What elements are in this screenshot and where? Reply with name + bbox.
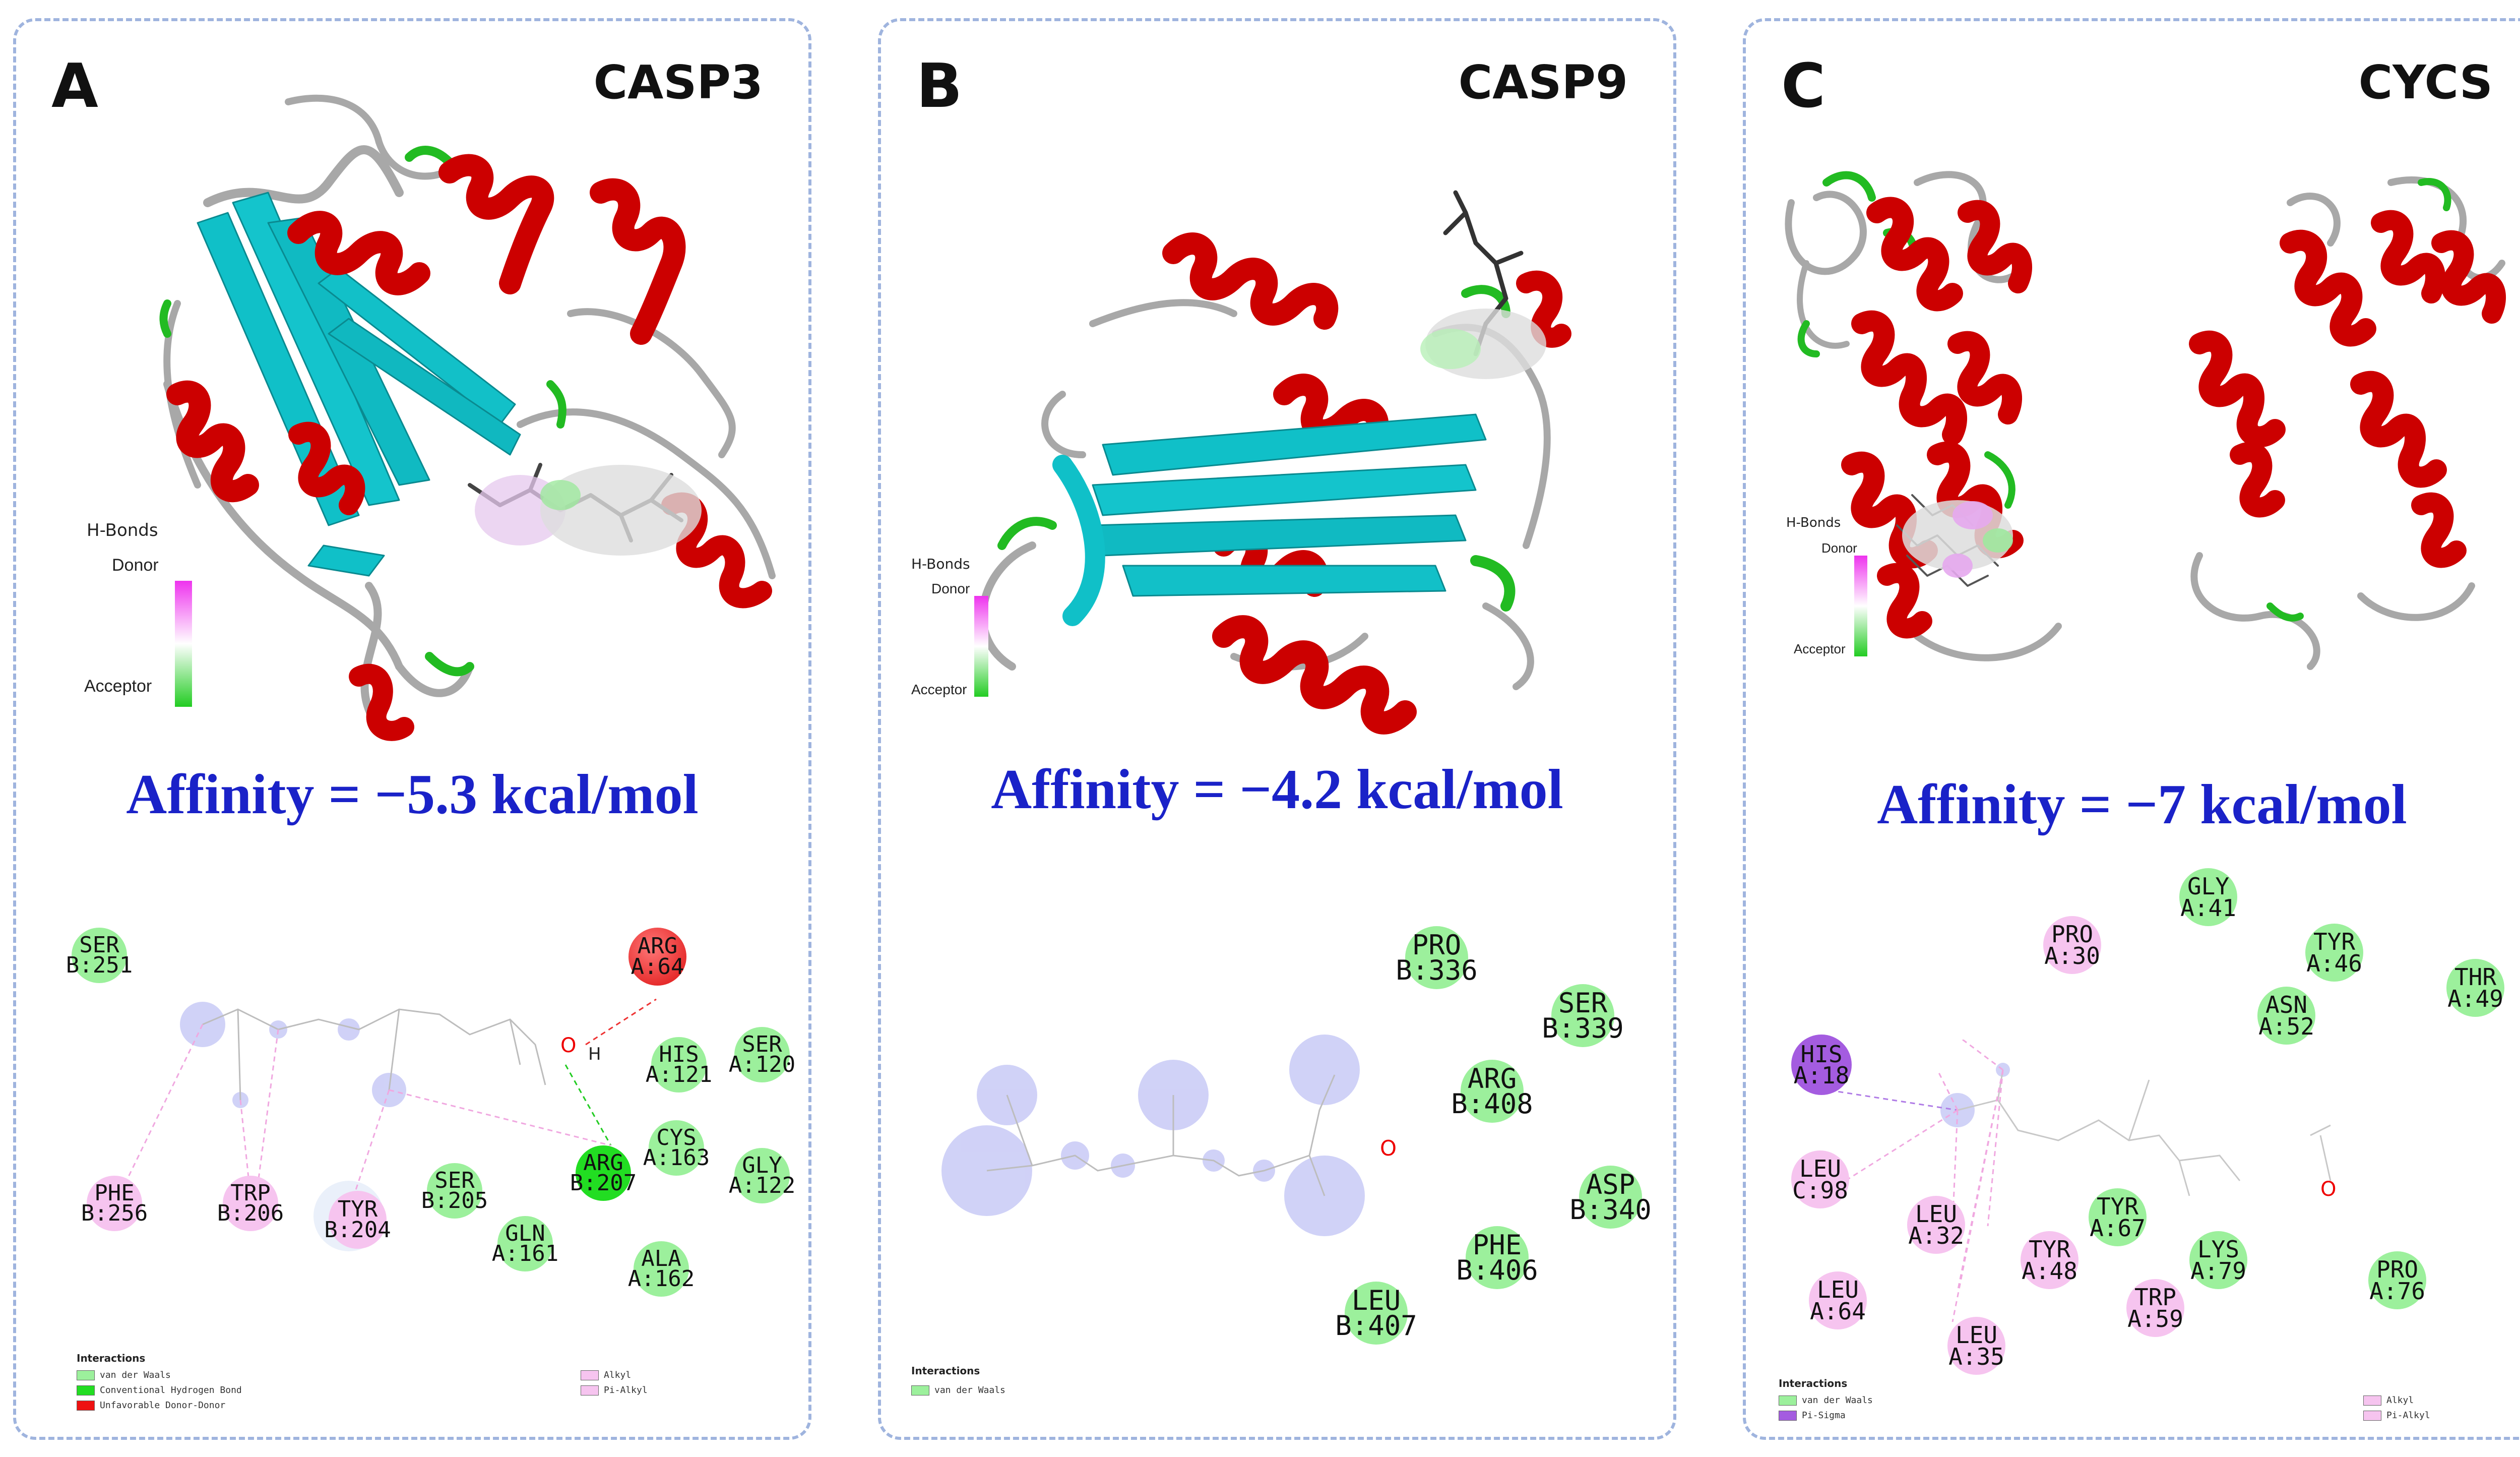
legend-item-alkyl: Alkyl	[2363, 1395, 2414, 1406]
hbond-donor-label: Donor	[112, 556, 159, 575]
affinity-value: Affinity = −7 kcal/mol	[1877, 773, 2407, 836]
hbond-acceptor-label: Acceptor	[84, 677, 152, 696]
panel-b: B CASP9	[878, 18, 1676, 1440]
hbond-color-scale	[1854, 556, 1867, 656]
interactions-legend-title: Interactions	[1779, 1377, 1848, 1389]
panel-a: A CASP3	[13, 18, 811, 1440]
affinity-value: Affinity = −5.3 kcal/mol	[126, 763, 699, 826]
hbond-acceptor-label: Acceptor	[911, 682, 967, 697]
oxygen-atom-label: O	[560, 1034, 576, 1057]
panel-letter: B	[916, 51, 963, 122]
hbond-color-scale	[175, 581, 192, 707]
hbond-legend-title: H-Bonds	[911, 556, 970, 572]
hbond-color-scale	[974, 596, 988, 697]
oxygen-atom-label: O	[2320, 1178, 2336, 1201]
hbond-legend-title: H-Bonds	[87, 520, 158, 540]
legend-item-pi-sigma: Pi-Sigma	[1779, 1410, 1846, 1421]
affinity-value: Affinity = −4.2 kcal/mol	[991, 758, 1563, 821]
panel-title: CASP3	[593, 55, 763, 109]
hbond-donor-label: Donor	[931, 581, 970, 596]
panel-title: CASP9	[1458, 55, 1628, 109]
panel-letter: C	[1781, 51, 1826, 122]
interactions-legend-title: Interactions	[77, 1352, 146, 1364]
protein-structure-render	[979, 190, 1571, 735]
interactions-legend-title: Interactions	[911, 1365, 980, 1377]
legend-item-vdw: van der Waals	[911, 1385, 1005, 1395]
legend-item-pi-alkyl: Pi-Alkyl	[2363, 1410, 2430, 1421]
panel-c: C CYCS	[1743, 18, 2520, 1440]
legend-item-alkyl: Alkyl	[581, 1370, 631, 1380]
ligand-2d-diagram: O	[941, 1035, 1397, 1236]
panel-title: CYCS	[2358, 55, 2493, 109]
hbond-legend-title: H-Bonds	[1786, 515, 1841, 530]
legend-item-pi-alkyl: Pi-Alkyl	[581, 1385, 648, 1395]
panel-letter: A	[51, 51, 98, 122]
hydrogen-atom-label: H	[588, 1044, 601, 1064]
legend-item-vdw: van der Waals	[77, 1370, 171, 1380]
oxygen-atom-label: O	[1380, 1136, 1397, 1161]
protein-structure-render	[1785, 171, 2506, 670]
legend-item-unfavorable: Unfavorable Donor-Donor	[77, 1400, 225, 1411]
legend-item-vdw: van der Waals	[1779, 1395, 1873, 1406]
legend-item-hbond: Conventional Hydrogen Bond	[77, 1385, 242, 1395]
hbond-donor-label: Donor	[1821, 540, 1857, 556]
hbond-acceptor-label: Acceptor	[1794, 641, 1846, 656]
ligand-2d-diagram: O	[1811, 1040, 2336, 1322]
protein-structure-render	[159, 94, 776, 741]
